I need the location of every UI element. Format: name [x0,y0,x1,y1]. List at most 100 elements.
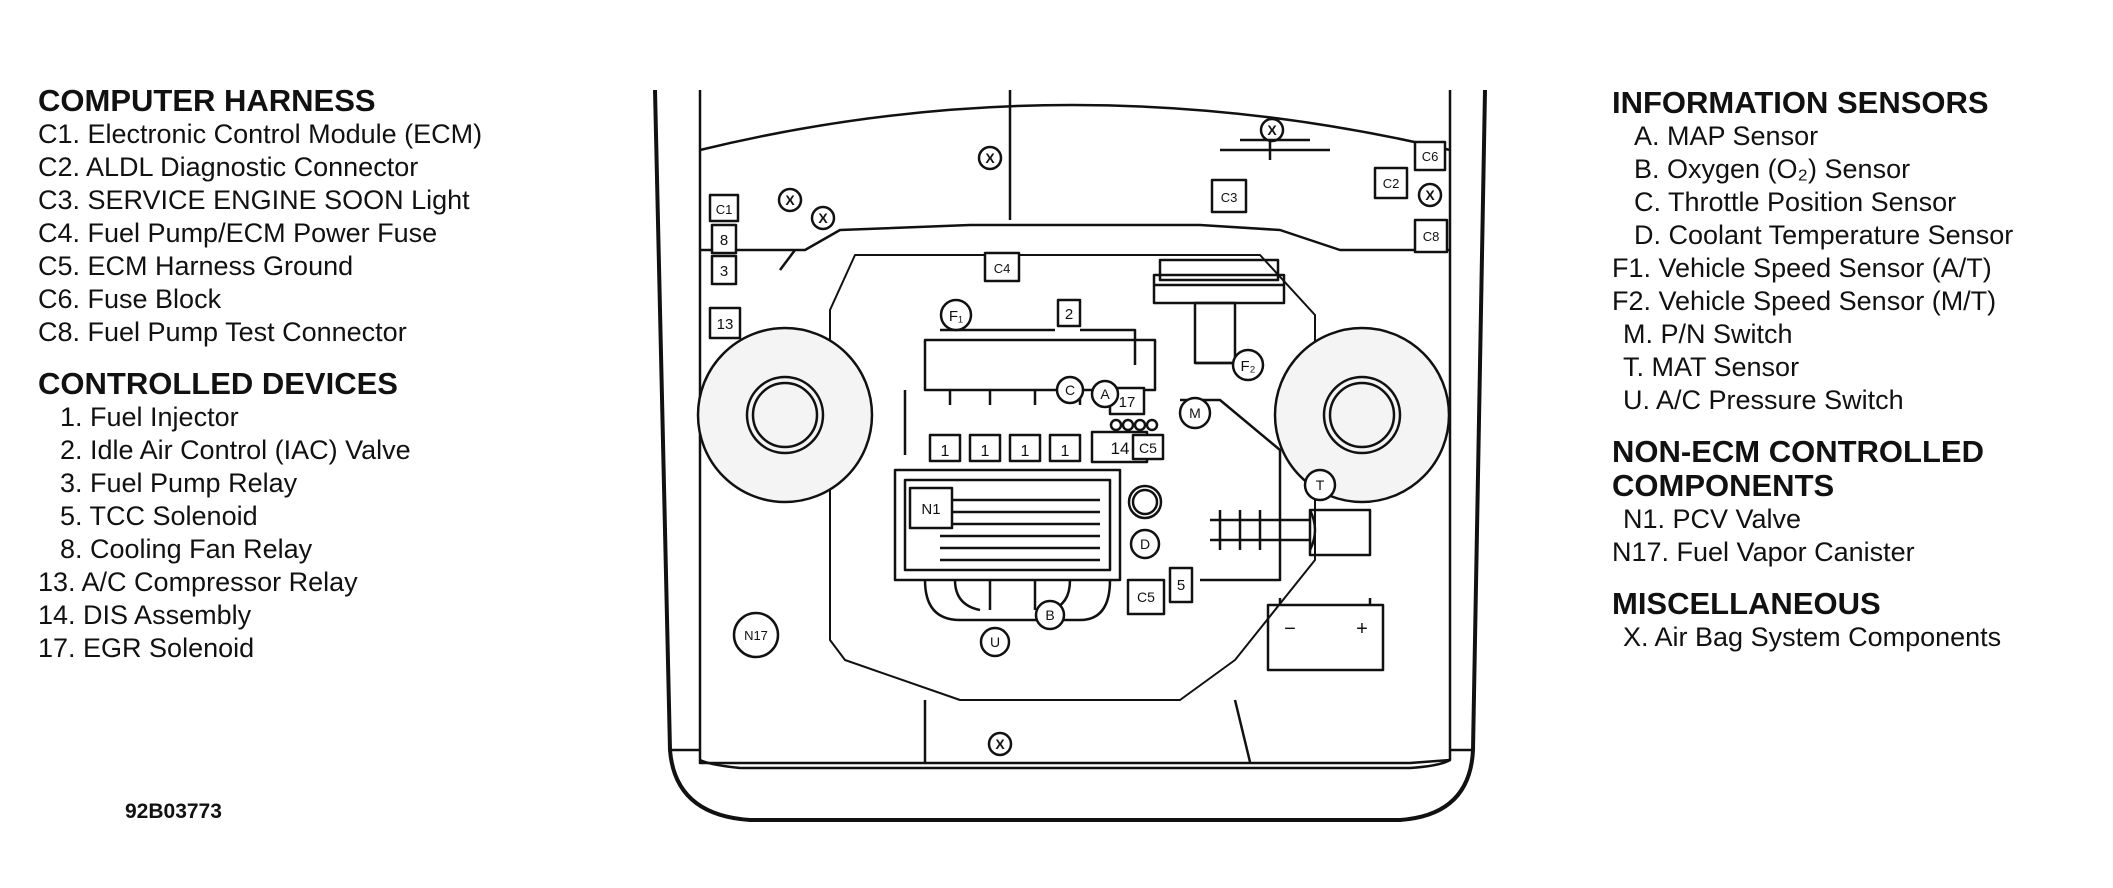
legend-item-3: 3. Fuel Pump Relay [60,468,298,498]
label-x-2: X [818,210,828,226]
cowl-lower-edge [700,223,1450,252]
legend-item-x: X. Air Bag System Components [1623,622,2002,652]
legend-item-f2: F2. Vehicle Speed Sensor (M/T) [1612,286,1997,316]
label-3: 3 [720,263,728,280]
label-c1: C1 [716,202,733,217]
label-c: C [1065,382,1075,398]
legend-item-f1: F1. Vehicle Speed Sensor (A/T) [1612,253,1992,283]
valve-cover [893,468,1122,582]
label-x-6: X [995,736,1005,752]
exhaust-manifold [923,579,1112,622]
label-x-5: X [1425,187,1435,203]
information-sensors-heading: INFORMATION SENSORS [1612,85,1989,120]
label-injector-4: 1 [1061,443,1070,460]
legend-item-c4: C4. Fuel Pump/ECM Power Fuse [38,218,438,248]
miscellaneous-section: MISCELLANEOUS X. Air Bag System Componen… [1612,587,2013,654]
legend-item-8: 8. Cooling Fan Relay [60,534,313,564]
label-t: T [1316,477,1325,493]
legend-item-b: B. Oxygen (O₂) Sensor [1634,154,1911,184]
label-m: M [1189,405,1201,421]
fuel-injectors [928,433,1082,463]
c5-upper-box [1131,433,1165,461]
c1-box [708,193,740,223]
label-c5-upper: C5 [1139,440,1157,456]
right-strut-tower [1273,326,1451,504]
wiper-pivot [1220,138,1330,160]
legend-item-5: 5. TCC Solenoid [60,501,258,531]
engine-bay-diagram: 1 1 1 1 14 N1 C5 5 C5 − + C1 8 3 13 [653,89,1487,822]
legend-item-u: U. A/C Pressure Switch [1623,385,1904,415]
right-legend: INFORMATION SENSORS A. MAP Sensor B. Oxy… [1612,86,2013,672]
legend-item-n17: N17. Fuel Vapor Canister [1612,537,1915,567]
legend-item-13: 13. A/C Compressor Relay [38,567,358,597]
battery [1266,598,1385,672]
legend-item-2: 2. Idle Air Control (IAC) Valve [60,435,411,465]
c6-box [1413,140,1447,172]
label-battery-minus: − [1284,618,1296,640]
legend-item-c1: C1. Electronic Control Module (ECM) [38,119,483,149]
label-8: 8 [720,232,728,249]
legend-item-1: 1. Fuel Injector [60,402,239,432]
legend-item-c2: C2. ALDL Diagnostic Connector [38,152,419,182]
label-x-4: X [1267,122,1277,138]
label-5: 5 [1177,577,1185,594]
body-outline [653,89,1487,822]
label-x-1: X [785,192,795,208]
sensor-markers [732,117,1443,757]
bumper-line [698,758,1451,765]
label-c4: C4 [994,261,1011,276]
label-14: 14 [1111,439,1130,458]
label-n1: N1 [921,501,940,518]
intake-manifold [903,338,1157,455]
label-c6: C6 [1422,149,1439,164]
non-ecm-heading-line2: COMPONENTS [1612,468,1835,503]
controlled-devices-heading: CONTROLLED DEVICES [38,366,398,401]
legend-item-c8: C8. Fuel Pump Test Connector [38,317,407,347]
non-ecm-heading-line1: NON-ECM CONTROLLED [1612,434,1984,469]
label-c8: C8 [1423,229,1440,244]
label-2: 2 [1065,306,1073,323]
label-f1: F₁ [949,308,963,325]
computer-harness-section: COMPUTER HARNESS C1. Electronic Control … [38,84,482,349]
cowl-left-notch [779,249,796,271]
left-strut-tower [696,326,874,504]
legend-item-c3: C3. SERVICE ENGINE SOON Light [38,185,470,215]
legend-item-17: 17. EGR Solenoid [38,633,255,663]
label-d: D [1140,536,1150,552]
label-b: B [1045,607,1054,623]
label-u: U [990,634,1000,650]
legend-item-c5: C5. ECM Harness Ground [38,251,354,281]
label-battery-plus: + [1356,618,1368,640]
legend-item-m: M. P/N Switch [1623,319,1793,349]
label-f2: F₂ [1241,358,1256,375]
egr-small-circles [1109,418,1159,432]
legend-item-d: D. Coolant Temperature Sensor [1634,220,2014,250]
label-c2: C2 [1383,176,1400,191]
label-c3: C3 [1221,190,1238,205]
controlled-devices-section: CONTROLLED DEVICES 1. Fuel Injector 2. I… [38,367,482,665]
relay-8-box [710,223,738,255]
iac-valve-box [1056,298,1082,328]
c5-lower-box [1126,578,1166,616]
legend-item-c6: C6. Fuse Block [38,284,222,314]
label-17: 17 [1119,394,1136,411]
legend-item-n1: N1. PCV Valve [1623,504,1802,534]
engine-compartment [829,254,1316,701]
relay-3-box [710,254,738,286]
label-injector-3: 1 [1021,443,1030,460]
relay-13-box [708,306,742,340]
cowl-top-curve [699,103,1451,152]
mat-hose [1180,398,1372,582]
c2-box [1373,166,1409,200]
label-x-3: X [985,150,995,166]
legend-item-c: C. Throttle Position Sensor [1634,187,1957,217]
legend-item-t: T. MAT Sensor [1623,352,1800,382]
c8-box [1413,218,1449,254]
exhaust-runners [953,579,1072,612]
air-cleaner [1152,258,1286,365]
non-ecm-section: NON-ECM CONTROLLED COMPONENTS N1. PCV Va… [1612,435,2013,569]
figure-id: 92B03773 [125,800,222,823]
label-a: A [1100,386,1110,402]
label-n17: N17 [744,628,768,643]
label-c5-lower: C5 [1137,589,1155,605]
